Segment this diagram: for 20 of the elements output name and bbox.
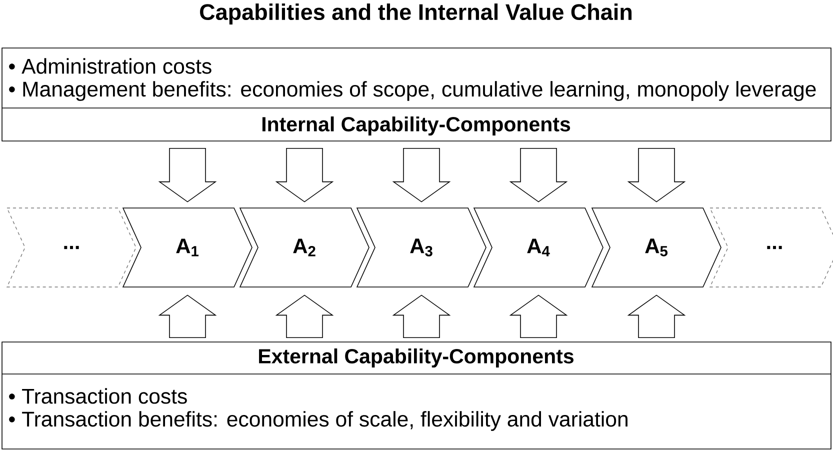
block-arrow: [392, 294, 451, 338]
process-step: A$_{4}$: [473, 208, 604, 288]
process-step: A$_{3}$: [356, 208, 486, 288]
block-arrow: [509, 294, 568, 338]
dashed-process-step: ...: [709, 208, 833, 288]
block-arrow: [275, 294, 334, 338]
block-arrow: [627, 148, 686, 202]
block-arrow: [158, 294, 217, 338]
dashed-process-step: ...: [6, 208, 136, 288]
title: Capabilities and the Internal Value Chain: [200, 4, 632, 24]
text-box: External Capability-Components • Transaction costs • Transaction benefits: economies of scale, flexibility and variation: [2, 342, 832, 450]
process-step: A$_{2}$: [239, 208, 370, 288]
block-arrow: [509, 148, 568, 202]
block-arrow: [275, 148, 334, 202]
text-box: • Administration costs • Management benefits: economies of scope, cumulative learning, monopoly leverage Internal Capability-Components: [2, 48, 832, 142]
block-arrow: [158, 148, 217, 202]
block-arrow: [392, 148, 451, 202]
block-arrow: [627, 294, 686, 338]
process-step: A$_{1}$: [122, 208, 252, 288]
process-step: A$_{5}$: [591, 208, 722, 288]
